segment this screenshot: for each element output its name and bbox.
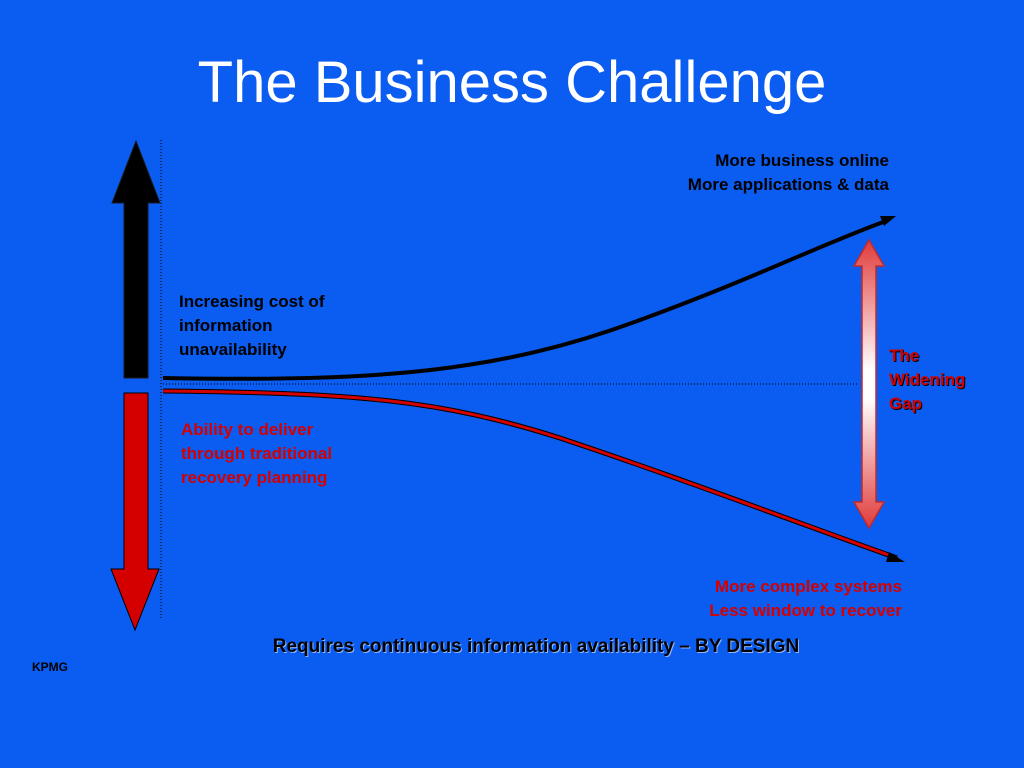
ability-label: Ability to deliver through traditional r… [181, 418, 332, 490]
footer-text: Requires continuous information availabi… [272, 636, 800, 657]
bottom-right-label: More complex systems Less window to reco… [600, 575, 902, 623]
rising-curve-arrowhead-icon [880, 216, 896, 226]
cost-label-line2: information [179, 316, 273, 335]
top-right-label: More business online More applications &… [600, 149, 889, 197]
top-right-label-line2: More applications & data [687, 175, 889, 194]
slide-title: The Business Challenge [197, 50, 827, 115]
widening-gap-line3: Gap [889, 394, 923, 413]
falling-curve-arrowhead-icon [886, 552, 905, 562]
footer-statement: Requires continuous information availabi… [0, 634, 1024, 660]
ability-label-line2: through traditional [181, 444, 333, 463]
rising-curve [162, 219, 887, 381]
cost-label-line3: unavailability [179, 340, 287, 359]
falling-curve-red [162, 389, 898, 560]
gap-double-arrow-icon [852, 238, 886, 530]
top-right-label-line1: More business online [715, 151, 889, 170]
down-arrow-icon [110, 392, 160, 632]
ability-label-line3: recovery planning [181, 468, 328, 487]
widening-gap-line2: Widening [889, 370, 966, 389]
bottom-right-label-line1: More complex systems [714, 577, 902, 596]
widening-gap-line1: The [889, 346, 920, 365]
ability-label-line1: Ability to deliver [181, 420, 314, 439]
bottom-right-label-line2: Less window to recover [709, 601, 902, 620]
cost-label-line1: Increasing cost of [179, 292, 325, 311]
up-arrow-icon [111, 139, 161, 379]
widening-gap-label: The Widening Gap [889, 344, 965, 416]
kpmg-logo-text: KPMG [32, 660, 68, 674]
cost-label: Increasing cost of information unavailab… [179, 290, 324, 362]
